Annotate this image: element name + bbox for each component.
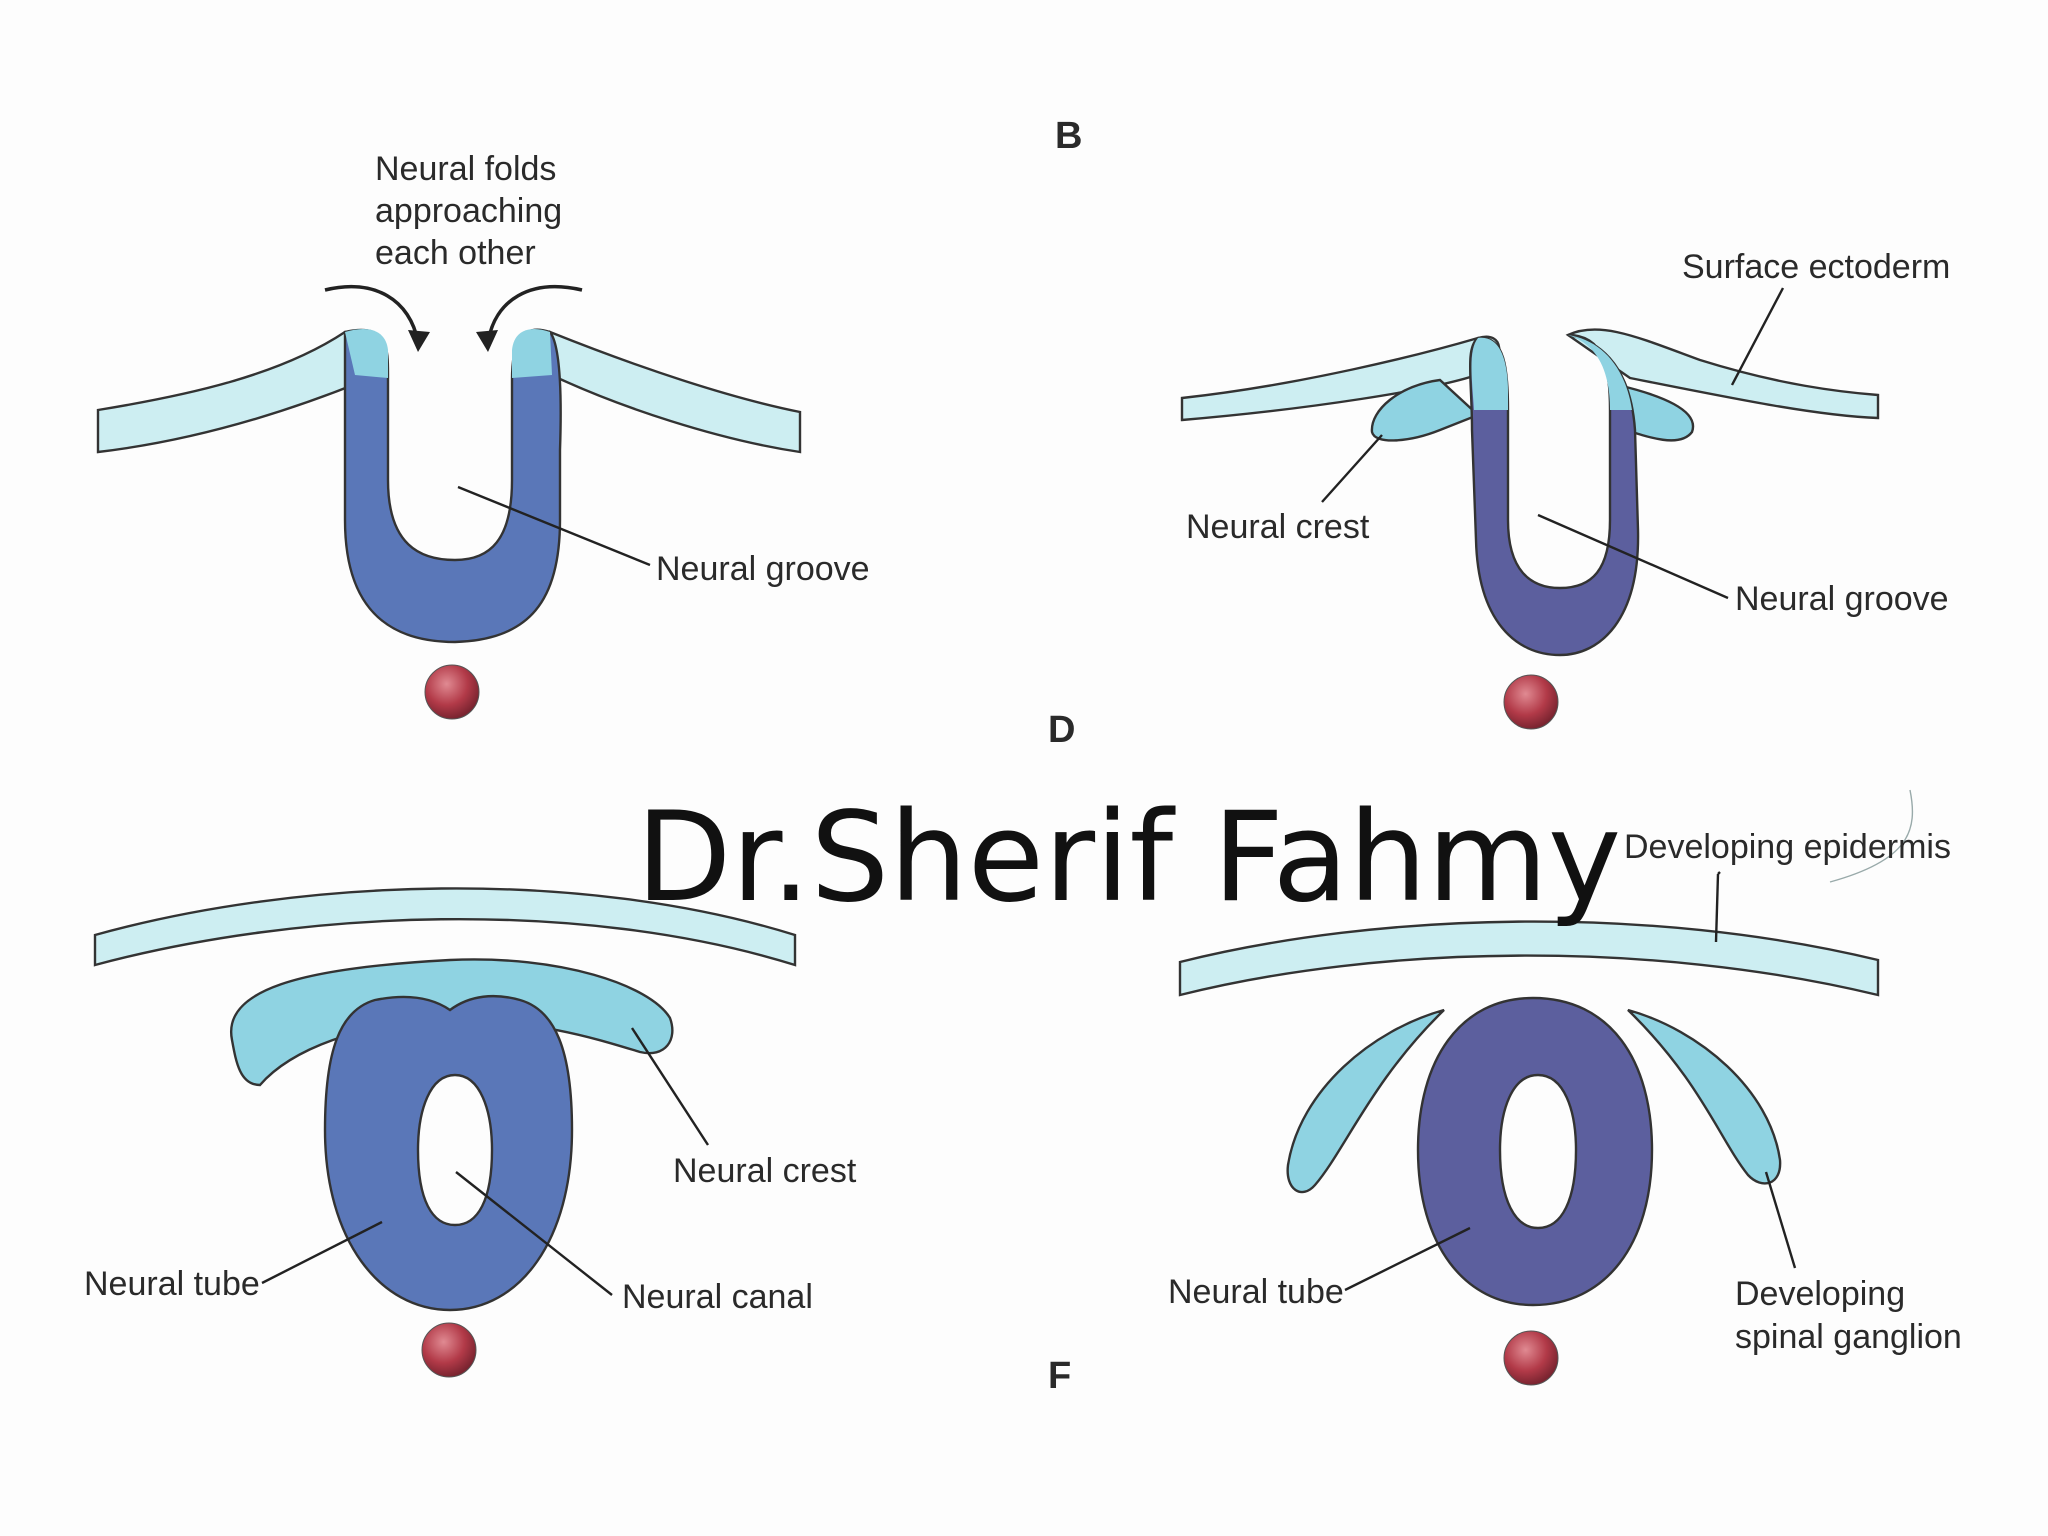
neural-fold-tip-right	[1568, 335, 1632, 410]
label-spinal-ganglion-line1: Developing	[1735, 1275, 1905, 1313]
surface-ectoderm-right	[1565, 328, 1880, 420]
notochord	[1503, 1330, 1559, 1386]
panel-b: Neural folds approaching each other Neur…	[96, 115, 1082, 720]
leader-neural-groove	[457, 485, 651, 567]
surface-ectoderm	[93, 887, 797, 967]
neural-crest-right	[1616, 383, 1695, 442]
label-neural-crest: Neural crest	[673, 1152, 857, 1190]
label-neural-groove: Neural groove	[656, 550, 870, 588]
leader-epidermis-start	[1717, 871, 1721, 875]
label-developing-epidermis: Developing epidermis	[1624, 828, 1951, 866]
panel-letter-d: D	[1048, 709, 1075, 751]
leader-surface-ectoderm	[1730, 287, 1785, 386]
leader-spinal-ganglion	[1764, 1171, 1797, 1269]
leader-neural-tube	[261, 1220, 383, 1285]
surface-ectoderm-right	[543, 330, 802, 454]
label-neural-folds-line2: approaching	[375, 192, 562, 230]
neural-fold-tip-left	[345, 329, 388, 378]
label-neural-groove: Neural groove	[1735, 580, 1949, 618]
spinal-ganglion-right	[1627, 1008, 1782, 1185]
panel-e: Developing epidermis Neural tube Develop…	[1168, 789, 1962, 1386]
arrow-left-head	[408, 330, 430, 352]
label-surface-ectoderm: Surface ectoderm	[1682, 248, 1950, 286]
label-neural-tube: Neural tube	[84, 1265, 260, 1303]
notochord	[1503, 674, 1559, 730]
leader-epidermis	[1714, 873, 1720, 943]
panel-c: Surface ectoderm Neural crest Neural gro…	[1180, 248, 1950, 730]
arrow-left	[324, 285, 420, 343]
leader-neural-canal	[455, 1171, 613, 1296]
neural-crest-left	[1370, 378, 1481, 442]
panel-letter-b: B	[1055, 115, 1082, 157]
arrow-right-head	[476, 330, 498, 352]
watermark-text: Dr.Sherif Fahmy	[636, 786, 1621, 930]
label-neural-tube: Neural tube	[1168, 1273, 1344, 1311]
neural-fold-tip-right	[512, 329, 552, 378]
spinal-ganglion-left	[1286, 1008, 1445, 1194]
developing-epidermis	[1178, 920, 1880, 997]
leader-neural-crest	[1321, 434, 1383, 503]
stray-mark	[1829, 789, 1914, 883]
leader-neural-tube	[1344, 1226, 1471, 1292]
panel-d: Neural crest Neural tube Neural canal	[84, 887, 857, 1378]
notochord	[424, 664, 480, 720]
label-neural-canal: Neural canal	[622, 1278, 813, 1316]
label-neural-folds-line1: Neural folds	[375, 150, 556, 188]
label-spinal-ganglion-line2: spinal ganglion	[1735, 1318, 1962, 1356]
neural-fold-tip-left	[1471, 337, 1508, 410]
neural-canal	[1498, 1073, 1578, 1230]
arrow-right	[486, 285, 583, 343]
notochord	[421, 1322, 477, 1378]
label-neural-crest: Neural crest	[1186, 508, 1370, 546]
leader-neural-groove	[1537, 513, 1729, 600]
leader-neural-crest	[630, 1027, 710, 1146]
surface-ectoderm-left	[96, 330, 388, 454]
panel-letter-f: F	[1048, 1355, 1071, 1397]
neural-canal	[416, 1073, 494, 1227]
label-neural-folds-line3: each other	[375, 234, 536, 272]
